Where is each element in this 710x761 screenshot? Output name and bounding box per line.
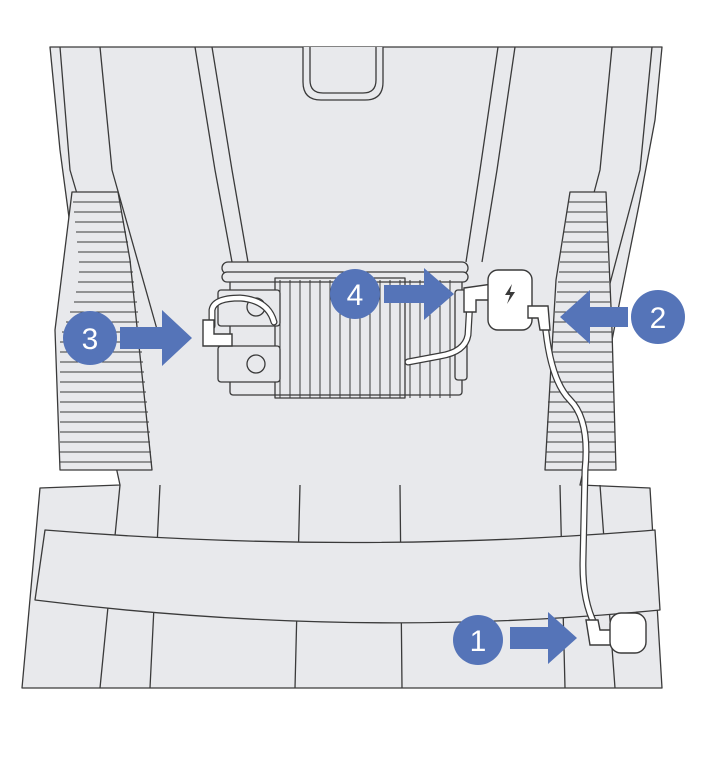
callout-1-arrow xyxy=(510,612,577,664)
battery-pack xyxy=(487,269,533,331)
callout-2: 2 xyxy=(631,290,685,344)
callout-4-badge xyxy=(330,269,380,319)
callout-3-badge xyxy=(63,311,117,365)
callout-2-arrow xyxy=(560,290,628,344)
battery-mount-ribs xyxy=(279,280,451,398)
neck-loop xyxy=(302,47,384,101)
center-seam-right xyxy=(465,46,516,263)
callout-4-number: 4 xyxy=(347,279,364,312)
connector-3 xyxy=(202,319,233,347)
callout-1: 1 xyxy=(453,615,503,665)
callout-4-arrow xyxy=(384,268,454,320)
callout-3: 3 xyxy=(63,311,117,365)
center-seam-left xyxy=(194,46,249,263)
callout-3-arrow xyxy=(120,310,192,366)
callout-1-badge xyxy=(453,615,503,665)
callout-2-number: 2 xyxy=(650,302,667,335)
connector-2 xyxy=(527,305,551,331)
callout-2-badge xyxy=(631,290,685,344)
callout-1-number: 1 xyxy=(470,625,487,658)
callout-4: 4 xyxy=(330,269,380,319)
waist-belt xyxy=(34,529,661,624)
sensor-pod xyxy=(609,612,647,654)
lightning-bolt-icon xyxy=(505,284,515,304)
callout-3-number: 3 xyxy=(82,323,99,356)
